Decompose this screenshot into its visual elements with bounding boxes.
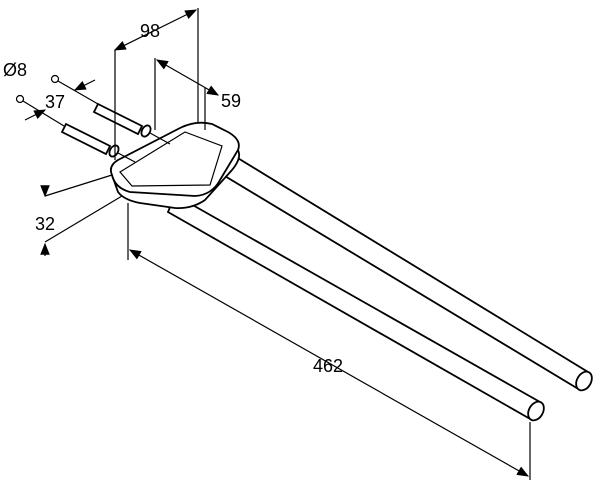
- dimension-462: [127, 203, 531, 480]
- upper-arm: [193, 136, 593, 392]
- dimension-32: [40, 174, 123, 256]
- dimension-label-59: 59: [221, 91, 241, 111]
- screw-upper: [92, 102, 171, 145]
- dimension-59: [154, 58, 220, 130]
- dimension-label-diameter: Ø8: [3, 60, 27, 80]
- dimension-label-32: 32: [35, 214, 55, 234]
- dimension-label-37: 37: [45, 92, 65, 112]
- dimension-label-462: 462: [313, 356, 343, 376]
- dimension-37: [24, 79, 96, 121]
- dimension-label-98: 98: [140, 21, 160, 41]
- screw-lower: [60, 122, 136, 163]
- screw-axis-marker: [15, 94, 25, 104]
- lower-arm: [166, 193, 545, 422]
- screw-axis-marker: [50, 74, 60, 84]
- wall-bracket: [109, 121, 241, 209]
